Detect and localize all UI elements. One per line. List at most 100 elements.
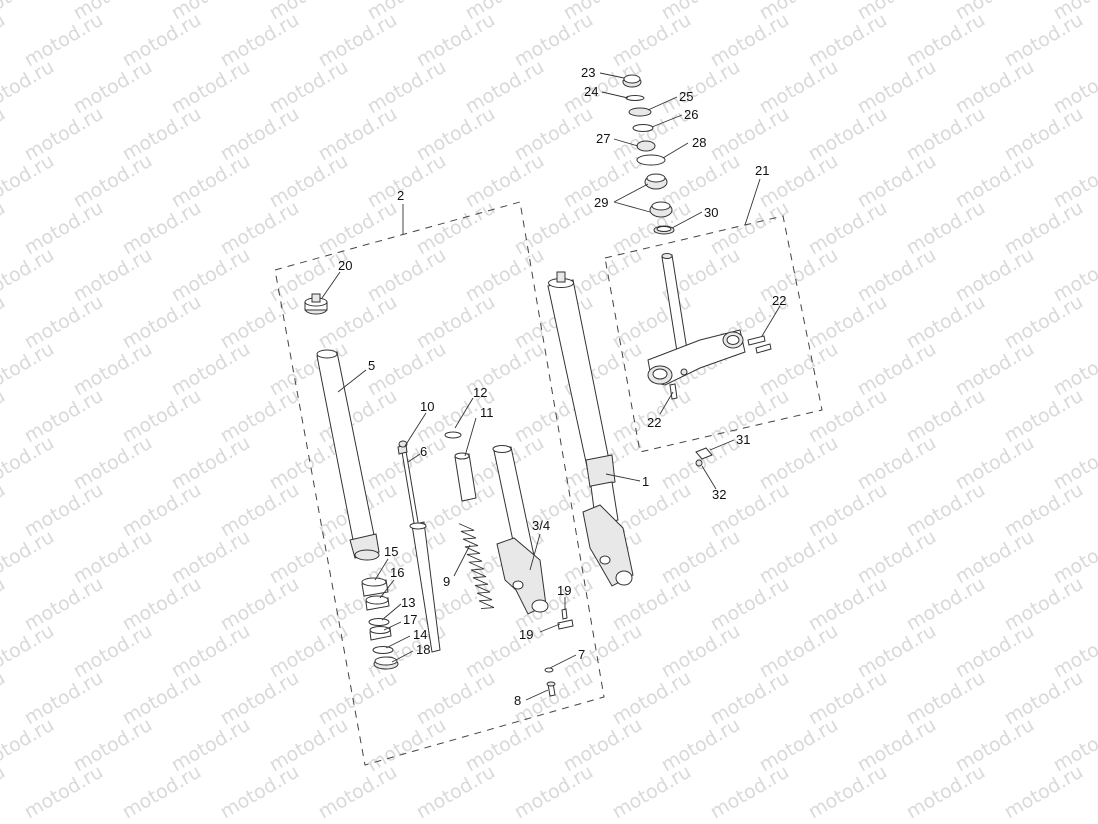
- watermark-text: motod.ru: [854, 620, 940, 683]
- watermark-text: motod.ru: [364, 150, 450, 213]
- watermark-text: motod.ru: [217, 197, 303, 260]
- label-20: 20: [338, 258, 352, 273]
- watermark-text: motod.ru: [119, 291, 205, 354]
- watermark-text: motod.ru: [119, 103, 205, 166]
- watermark-text: motod.ru: [903, 385, 989, 448]
- label-2: 2: [397, 188, 404, 203]
- watermark-text: motod.ru: [364, 244, 450, 307]
- label-17: 17: [403, 612, 417, 627]
- cable-clip-part: [695, 447, 713, 467]
- clamp-bolt-part: [669, 335, 772, 400]
- watermark-text: motod.ru: [70, 526, 156, 589]
- watermark-text: motod.ru: [707, 761, 793, 824]
- label-5: 5: [368, 358, 375, 373]
- watermark-text: motod.ru: [0, 620, 58, 683]
- watermark-text: motod.ru: [0, 56, 58, 119]
- watermark-text: motod.ru: [903, 479, 989, 542]
- watermark-text: motod.ru: [364, 714, 450, 777]
- lower-triple-clamp-part: [647, 253, 746, 386]
- damper-rod-part: [397, 440, 441, 653]
- watermark-text: motod.ru: [854, 526, 940, 589]
- watermark-text: motod.ru: [707, 103, 793, 166]
- label-32: 32: [712, 487, 726, 502]
- watermark-text: motod.ru: [707, 9, 793, 72]
- watermark-text: motod.ru: [0, 432, 58, 495]
- watermark-text: motod.ru: [952, 432, 1038, 495]
- watermark-text: motod.ru: [315, 291, 401, 354]
- axle-bolt-part: [557, 608, 574, 630]
- watermark-text: motod.ru: [707, 667, 793, 730]
- watermark-text: motod.ru: [511, 9, 597, 72]
- label-19-upper: 19: [557, 583, 571, 598]
- watermark-text: motod.ru: [168, 244, 254, 307]
- label-24: 24: [584, 84, 598, 99]
- watermark-text: motod.ru: [0, 150, 58, 213]
- watermark-text: motod.ru: [805, 103, 891, 166]
- watermark-text: motod.ru: [70, 244, 156, 307]
- label-16: 16: [390, 565, 404, 580]
- leader-lines: [321, 72, 781, 701]
- watermark-text: motod.ru: [21, 667, 107, 730]
- label-13: 13: [401, 595, 415, 610]
- watermark-text: motod.ru: [903, 761, 989, 824]
- watermark-text: motod.ru: [560, 714, 646, 777]
- watermark-text: motod.ru: [1001, 761, 1087, 824]
- watermark-text: motod.ru: [854, 714, 940, 777]
- label-11: 11: [480, 405, 494, 420]
- watermark-text: motod.ru: [168, 56, 254, 119]
- watermark-text: motod.ru: [952, 56, 1038, 119]
- watermark-text: motod.ru: [854, 150, 940, 213]
- label-22-right: 22: [772, 293, 786, 308]
- watermark-text: motod.ru: [756, 150, 842, 213]
- watermark-text: motod.ru: [1001, 9, 1087, 72]
- watermark-text: motod.ru: [1001, 573, 1087, 636]
- watermark-text: motod.ru: [0, 244, 58, 307]
- watermark-text: motod.ru: [903, 197, 989, 260]
- watermark-text: motod.ru: [21, 103, 107, 166]
- watermark-text: motod.ru: [119, 573, 205, 636]
- label-18: 18: [416, 642, 430, 657]
- watermark-text: motod.ru: [903, 667, 989, 730]
- watermark-text: motod.ru: [217, 9, 303, 72]
- watermark-text: motod.ru: [0, 103, 9, 166]
- watermark-text: motod.ru: [462, 244, 548, 307]
- watermark-text: motod.ru: [21, 9, 107, 72]
- watermark-text: motod.ru: [903, 9, 989, 72]
- watermark-text: motod.ru: [217, 103, 303, 166]
- watermark-text: motod.ru: [462, 620, 548, 683]
- label-31: 31: [736, 432, 750, 447]
- watermark-text: motod.ru: [952, 338, 1038, 401]
- watermark-text: motod.ru: [0, 338, 58, 401]
- watermark-text: motod.ru: [315, 667, 401, 730]
- watermark-text: motod.ru: [70, 338, 156, 401]
- label-6: 6: [420, 444, 427, 459]
- watermark-text: motod.ru: [266, 714, 352, 777]
- watermark-text: motod.ru: [70, 432, 156, 495]
- watermark-text: motod.ru: [756, 244, 842, 307]
- watermark-text: motod.ru: [315, 9, 401, 72]
- label-15: 15: [384, 544, 398, 559]
- watermark-text: motod.ru: [21, 291, 107, 354]
- watermark-text: motod.ru: [0, 714, 58, 777]
- watermark-text: motod.ru: [266, 244, 352, 307]
- watermark-text: motod.ru: [952, 526, 1038, 589]
- label-23: 23: [581, 65, 595, 80]
- watermark-text: motod.ru: [21, 573, 107, 636]
- watermark-text: motod.ru: [511, 667, 597, 730]
- watermark-text: motod.ru: [21, 385, 107, 448]
- watermark-text: motod.ru: [0, 9, 9, 72]
- watermark-text: motod.ru: [266, 56, 352, 119]
- watermark-text: motod.ru: [217, 761, 303, 824]
- watermark-text: motod.ru: [168, 150, 254, 213]
- watermark-text: motod.ru: [413, 103, 499, 166]
- watermark-text: motod.ru: [658, 714, 744, 777]
- watermark-text: motod.ru: [0, 0, 58, 24]
- assembly-boundary-21: [604, 215, 823, 453]
- watermark-text: motod.ru: [854, 432, 940, 495]
- watermark-text: motod.ru: [805, 385, 891, 448]
- watermark-text: motod.ru: [168, 432, 254, 495]
- label-7: 7: [578, 647, 585, 662]
- watermark-text: motod.ru: [413, 9, 499, 72]
